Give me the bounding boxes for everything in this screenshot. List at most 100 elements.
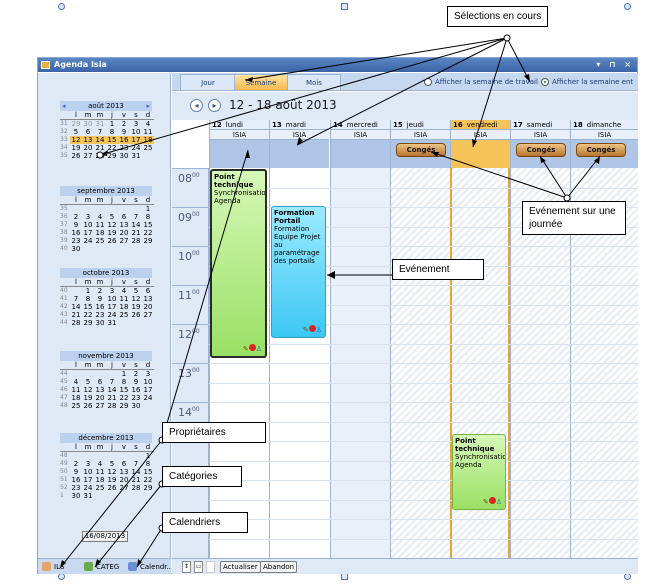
mini-day[interactable]: 17 — [107, 303, 117, 311]
mini-day[interactable]: 14 — [131, 221, 141, 229]
mini-day[interactable]: 4 — [73, 378, 79, 386]
mini-day[interactable]: 29 — [83, 319, 93, 327]
mini-day[interactable]: 7 — [109, 378, 115, 386]
tab-owners[interactable]: ILS — [42, 561, 64, 573]
mini-day[interactable]: 26 — [107, 237, 117, 245]
prev-week-button[interactable]: ◂ — [190, 99, 203, 112]
mini-day[interactable]: 22 — [107, 144, 117, 152]
all-day-area[interactable]: Congés — [511, 140, 570, 168]
mini-day[interactable]: 10 — [83, 221, 93, 229]
mini-day[interactable]: 7 — [133, 213, 139, 221]
mini-day[interactable]: 25 — [119, 311, 129, 319]
selection-handle[interactable] — [341, 3, 348, 10]
mini-day[interactable]: 16 — [95, 303, 105, 311]
mini-day[interactable]: 7 — [73, 295, 79, 303]
mini-day[interactable]: 21 — [107, 394, 117, 402]
collapse-button[interactable]: ▭ — [194, 561, 203, 573]
mini-day[interactable]: 30 — [119, 152, 129, 160]
mini-day[interactable]: 30 — [71, 492, 81, 500]
mini-day[interactable]: 25 — [143, 144, 153, 152]
mini-day[interactable]: 12 — [107, 221, 117, 229]
allday-event-conges[interactable]: Congés — [516, 143, 566, 157]
mini-day[interactable]: 15 — [106, 136, 118, 144]
mini-day[interactable]: 24 — [83, 237, 93, 245]
expand-button[interactable]: ↕ — [182, 561, 191, 573]
mini-day[interactable]: 10 — [131, 128, 141, 136]
mini-day[interactable]: 1 — [121, 370, 127, 378]
mini-day[interactable]: 6 — [85, 128, 91, 136]
mini-day[interactable]: 29 — [71, 120, 81, 128]
window-controls[interactable]: ▾ ⊓ × — [596, 60, 634, 69]
mini-day[interactable]: 26 — [107, 484, 117, 492]
mini-day[interactable]: 2 — [73, 213, 79, 221]
mini-day[interactable]: 2 — [133, 370, 139, 378]
mini-day[interactable]: 31 — [95, 120, 105, 128]
mini-day[interactable]: 12 — [70, 136, 82, 144]
mini-day[interactable]: 3 — [145, 370, 151, 378]
mini-day[interactable]: 19 — [71, 144, 81, 152]
mini-day[interactable]: 20 — [119, 229, 129, 237]
mini-day[interactable]: 1 — [145, 452, 151, 460]
mini-day[interactable]: 27 — [143, 311, 153, 319]
mini-day[interactable]: 4 — [121, 287, 127, 295]
mini-day[interactable]: 13 — [143, 295, 153, 303]
mini-day[interactable]: 17 — [143, 386, 153, 394]
mini-day[interactable]: 21 — [95, 144, 105, 152]
mini-day[interactable]: 14 — [71, 303, 81, 311]
mini-day[interactable]: 22 — [143, 476, 153, 484]
all-day-area[interactable]: Congés — [571, 140, 638, 168]
mini-day[interactable]: 26 — [131, 311, 141, 319]
mini-day[interactable]: 12 — [83, 386, 93, 394]
mini-day[interactable]: 27 — [119, 237, 129, 245]
mini-day[interactable]: 14 — [94, 136, 106, 144]
next-week-button[interactable]: ▸ — [208, 99, 221, 112]
week-grid[interactable]: Point technique Synchronisation Agenda ✎… — [209, 168, 638, 558]
mini-day[interactable]: 21 — [131, 476, 141, 484]
mini-day[interactable]: 15 — [83, 303, 93, 311]
mini-day[interactable]: 12 — [107, 468, 117, 476]
mini-day[interactable]: 3 — [85, 460, 91, 468]
mini-day[interactable]: 4 — [145, 120, 151, 128]
event-point-technique-friday[interactable]: Point technique Synchronisation Agenda ✎… — [452, 434, 506, 510]
mini-day[interactable]: 11 — [95, 468, 105, 476]
all-day-area[interactable] — [270, 140, 329, 168]
mini-day[interactable]: 2 — [121, 120, 127, 128]
mini-day[interactable]: 23 — [131, 394, 141, 402]
mini-day[interactable]: 9 — [133, 378, 139, 386]
mini-day[interactable]: 30 — [95, 319, 105, 327]
mini-day[interactable]: 9 — [73, 221, 79, 229]
mini-day[interactable]: 17 — [83, 229, 93, 237]
mini-day[interactable]: 29 — [143, 484, 153, 492]
mini-day[interactable]: 5 — [109, 213, 115, 221]
mini-day[interactable]: 8 — [85, 295, 91, 303]
mini-day[interactable]: 16 — [71, 229, 81, 237]
mini-day[interactable]: 18 — [95, 229, 105, 237]
mini-day[interactable]: 20 — [143, 303, 153, 311]
mini-day[interactable]: 9 — [73, 468, 79, 476]
mini-day[interactable]: 1 — [85, 287, 91, 295]
mini-day[interactable]: 18 — [119, 303, 129, 311]
tab-month[interactable]: Mois — [287, 74, 341, 90]
mini-day[interactable]: 28 — [107, 402, 117, 410]
abandon-button[interactable]: Abandon — [260, 561, 298, 573]
mini-day[interactable]: 6 — [97, 378, 103, 386]
mini-day[interactable]: 22 — [119, 394, 129, 402]
mini-day[interactable]: 28 — [71, 319, 81, 327]
mini-day[interactable]: 18 — [142, 136, 154, 144]
mini-day[interactable]: 5 — [85, 378, 91, 386]
mini-day[interactable]: 20 — [119, 476, 129, 484]
mini-day[interactable]: 28 — [131, 237, 141, 245]
all-day-area[interactable] — [331, 140, 390, 168]
mini-day[interactable]: 7 — [133, 460, 139, 468]
mini-day[interactable]: 13 — [95, 386, 105, 394]
mini-day[interactable]: 20 — [83, 144, 93, 152]
mini-day[interactable]: 31 — [83, 492, 93, 500]
all-day-area[interactable]: Congés — [391, 140, 450, 168]
mini-day[interactable]: 22 — [143, 229, 153, 237]
